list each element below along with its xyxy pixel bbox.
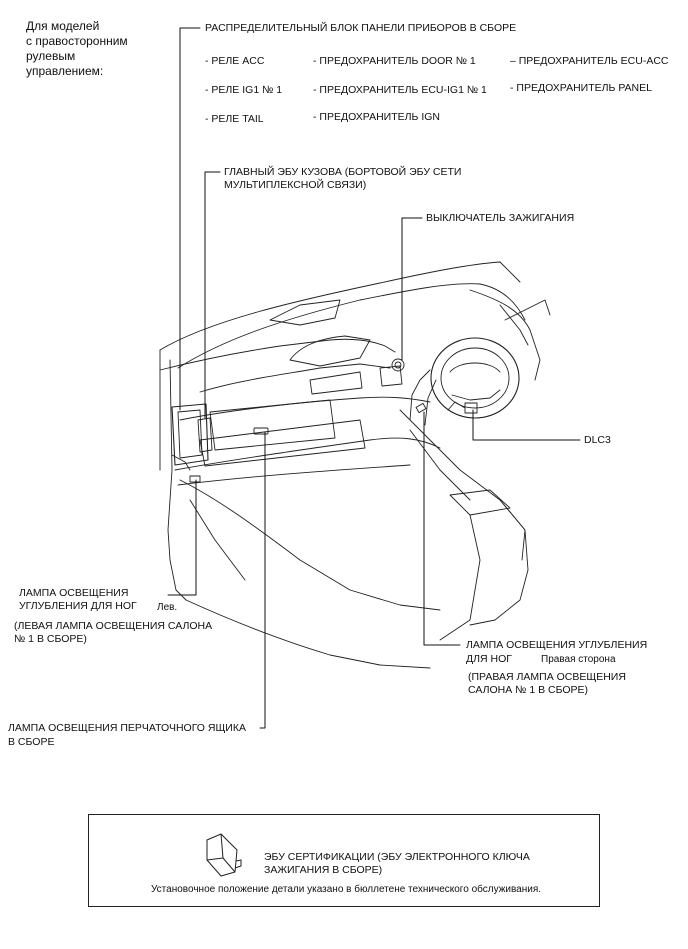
windshield-outline [159, 261, 521, 351]
dashboard-lower [179, 396, 431, 421]
leader-footwell-right [423, 411, 461, 646]
label-relay-tail: - РЕЛЕ TAIL [205, 113, 264, 125]
label-main-body-ecu-2: МУЛЬТИПЛЕКСНОЙ СВЯЗИ) [224, 179, 367, 191]
leader-footwell-left [167, 479, 197, 596]
label-fuse-ecu-ig1: - ПРЕДОХРАНИТЕЛЬ ECU-IG1 № 1 [313, 84, 487, 96]
label-relay-acc: - РЕЛЕ ACC [205, 55, 265, 67]
model-note-line-3: рулевым [26, 49, 76, 63]
steering-wheel [430, 337, 520, 419]
body-ecu-outline [171, 403, 209, 466]
leader-main-body-ecu [204, 171, 221, 419]
label-ignition-switch: ВЫКЛЮЧАТЕЛЬ ЗАЖИГАНИЯ [426, 212, 575, 224]
label-fuse-panel: - ПРЕДОХРАНИТЕЛЬ PANEL [510, 82, 652, 94]
label-footwell-left-1: ЛАМПА ОСВЕЩЕНИЯ [19, 587, 129, 599]
glovebox-outline [209, 399, 336, 451]
center-console [399, 409, 526, 561]
label-footwell-left-assy-1: (ЛЕВАЯ ЛАМПА ОСВЕЩЕНИЯ САЛОНА [14, 620, 213, 632]
note-title-2: ЗАЖИГАНИЯ В СБОРЕ) [264, 864, 383, 876]
leader-ignition-switch [401, 217, 423, 361]
certification-ecu-icon [206, 833, 242, 877]
label-junction-block: РАСПРЕДЕЛИТЕЛЬНЫЙ БЛОК ПАНЕЛИ ПРИБОРОВ В… [205, 22, 517, 34]
leader-dlc3 [472, 409, 581, 441]
model-note-line-4: управлением: [26, 64, 104, 78]
label-footwell-right-1: ЛАМПА ОСВЕЩЕНИЯ УГЛУБЛЕНИЯ [466, 639, 648, 651]
label-footwell-right-2: ДЛЯ НОГ [466, 653, 512, 665]
label-fuse-ign: - ПРЕДОХРАНИТЕЛЬ IGN [313, 111, 440, 123]
note-text: Установочное положение детали указано в … [151, 884, 542, 895]
model-note-line-1: Для моделей [26, 19, 100, 33]
label-main-body-ecu-1: ГЛАВНЫЙ ЭБУ КУЗОВА (БОРТОВОЙ ЭБУ СЕТИ [224, 166, 462, 178]
model-note-line-2: с правосторонним [26, 34, 128, 48]
dashboard-top [159, 338, 396, 371]
label-glovebox-lamp-1: ЛАМПА ОСВЕЩЕНИЯ ПЕРЧАТОЧНОГО ЯЩИКА [8, 722, 246, 734]
label-fuse-ecu-acc: – ПРЕДОХРАНИТЕЛЬ ECU-ACC [510, 55, 669, 67]
label-relay-ig1: - РЕЛЕ IG1 № 1 [205, 84, 283, 96]
leader-glovebox-lamp [259, 431, 266, 729]
label-footwell-left-assy-2: № 1 В СБОРЕ) [14, 633, 87, 645]
label-footwell-right-side: Правая сторона [541, 654, 616, 665]
note-box: ЭБУ СЕРТИФИКАЦИИ (ЭБУ ЭЛЕКТРОННОГО КЛЮЧА… [88, 814, 600, 907]
leader-junction-block [179, 27, 201, 411]
label-glovebox-lamp-2: В СБОРЕ [8, 736, 55, 748]
label-fuse-door: - ПРЕДОХРАНИТЕЛЬ DOOR № 1 [313, 55, 476, 67]
label-footwell-left-side: Лев. [157, 602, 178, 613]
label-footwell-left-2: УГЛУБЛЕНИЯ ДЛЯ НОГ [19, 600, 137, 612]
note-title-1: ЭБУ СЕРТИФИКАЦИИ (ЭБУ ЭЛЕКТРОННОГО КЛЮЧА [264, 851, 530, 863]
label-footwell-right-assy-1: (ПРАВАЯ ЛАМПА ОСВЕЩЕНИЯ [468, 671, 626, 683]
label-footwell-right-assy-2: САЛОНА № 1 В СБОРЕ) [468, 684, 589, 696]
label-dlc3: DLC3 [584, 434, 611, 446]
